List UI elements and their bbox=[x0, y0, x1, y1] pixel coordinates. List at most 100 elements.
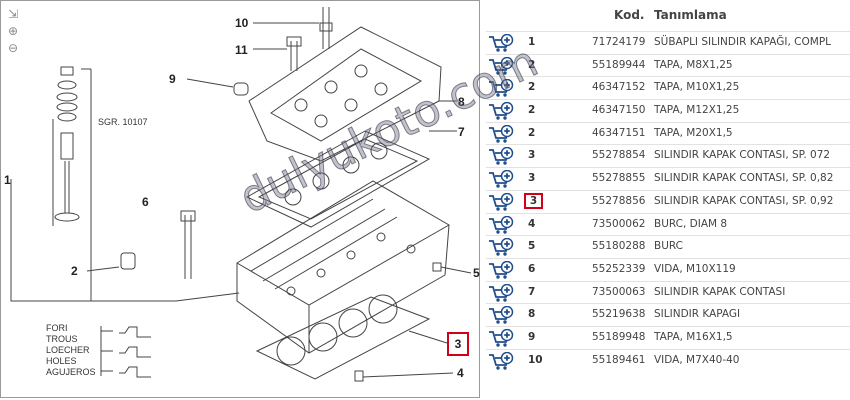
callout-9[interactable]: 9 bbox=[169, 72, 176, 86]
item-number: 2 bbox=[528, 104, 536, 117]
item-number: 7 bbox=[528, 285, 536, 298]
callout-4[interactable]: 4 bbox=[457, 366, 464, 380]
legend-line: FORI bbox=[46, 323, 68, 333]
part-code: 55180288 bbox=[592, 240, 646, 253]
table-row[interactable]: 2 55189944 TAPA, M8X1,25 bbox=[486, 53, 850, 77]
part-description: SILINDIR KAPAK CONTASI bbox=[654, 285, 786, 298]
item-number: 4 bbox=[528, 217, 536, 230]
add-to-cart-icon[interactable] bbox=[488, 169, 514, 189]
part-code: 46347152 bbox=[592, 81, 646, 94]
part-description: TAPA, M8X1,25 bbox=[654, 58, 733, 71]
add-to-cart-icon[interactable] bbox=[488, 79, 514, 98]
table-row[interactable]: 2 46347151 TAPA, M20X1,5 bbox=[486, 121, 850, 145]
table-row[interactable]: 10 55189461 VIDA, M7X40-40 bbox=[486, 348, 850, 372]
part-code: 73500062 bbox=[592, 217, 646, 230]
part-description: VIDA, M10X119 bbox=[654, 262, 736, 275]
table-row[interactable]: 4 73500062 BURC, DIAM 8 bbox=[486, 212, 850, 236]
zoom-out-icon[interactable]: ⊖ bbox=[7, 41, 19, 55]
callout-7[interactable]: 7 bbox=[458, 125, 465, 139]
item-number: 10 bbox=[528, 353, 543, 366]
add-to-cart-icon[interactable] bbox=[488, 33, 514, 53]
item-number: 2 bbox=[528, 126, 536, 139]
add-to-cart-icon[interactable] bbox=[488, 101, 514, 121]
part-code: 55189944 bbox=[592, 58, 646, 71]
table-row[interactable]: 5 55180288 BURC bbox=[486, 235, 850, 258]
add-to-cart-icon[interactable] bbox=[488, 351, 514, 371]
table-row[interactable]: 3 55278856 SILINDIR KAPAK CONTASI, SP. 0,9… bbox=[486, 189, 850, 213]
legend-line: TROUS bbox=[46, 334, 78, 344]
table-row[interactable]: 2 46347152 TAPA, M10X1,25 bbox=[486, 76, 850, 99]
part-code: 55278854 bbox=[592, 149, 646, 162]
item-number: 3 bbox=[528, 172, 536, 185]
add-to-cart-icon[interactable] bbox=[488, 124, 514, 144]
add-to-cart-icon[interactable] bbox=[488, 56, 514, 76]
item-number: 9 bbox=[528, 330, 536, 343]
part-code: 73500063 bbox=[592, 285, 646, 298]
part-description: SILINDIR KAPAGI bbox=[654, 308, 741, 321]
part-description: SÜBAPLI SILINDIR KAPAĞI, COMPL bbox=[654, 36, 832, 48]
part-code: 46347150 bbox=[592, 104, 646, 117]
holes-legend: FORI TROUS LOECHER HOLES AGUJEROS bbox=[46, 323, 96, 378]
add-to-cart-icon[interactable] bbox=[488, 260, 514, 280]
callout-11[interactable]: 11 bbox=[235, 43, 248, 57]
legend-line: AGUJEROS bbox=[46, 367, 96, 377]
table-header: Kod. Tanımlama bbox=[486, 0, 850, 30]
add-to-cart-icon[interactable] bbox=[488, 306, 514, 325]
part-code: 55278855 bbox=[592, 172, 646, 185]
part-code: 55189948 bbox=[592, 330, 646, 343]
part-code: 55252339 bbox=[592, 262, 646, 275]
part-code: 46347151 bbox=[592, 126, 646, 139]
fit-to-screen-icon[interactable]: ⇲ bbox=[7, 7, 19, 21]
parts-diagram: ⇲ ⊕ ⊖ 10 11 9 8 7 6 1 2 5 4 SGR. 10107 F… bbox=[0, 0, 480, 398]
callout-10[interactable]: 10 bbox=[235, 16, 249, 30]
header-kod: Kod. bbox=[614, 8, 645, 22]
part-code: 55189461 bbox=[592, 353, 646, 366]
callout-6[interactable]: 6 bbox=[142, 195, 149, 209]
item-number: 2 bbox=[528, 81, 536, 94]
callout-3-selected[interactable]: 3 bbox=[447, 332, 469, 356]
part-code: 55219638 bbox=[592, 308, 646, 321]
table-row[interactable]: 7 73500063 SILINDIR KAPAK CONTASI bbox=[486, 280, 850, 304]
add-to-cart-icon[interactable] bbox=[488, 215, 514, 235]
add-to-cart-icon[interactable] bbox=[488, 237, 514, 257]
callout-5[interactable]: 5 bbox=[473, 266, 480, 280]
table-row[interactable]: 1 71724179 SÜBAPLI SILINDIR KAPAĞI, COMPL bbox=[486, 31, 850, 54]
item-number: 6 bbox=[528, 262, 536, 275]
item-number: 1 bbox=[528, 36, 536, 48]
item-number: 5 bbox=[528, 240, 536, 253]
table-row[interactable]: 6 55252339 VIDA, M10X119 bbox=[486, 257, 850, 281]
callout-8[interactable]: 8 bbox=[458, 95, 465, 109]
part-code: 55278856 bbox=[592, 194, 646, 207]
part-description: TAPA, M20X1,5 bbox=[654, 126, 733, 139]
part-description: BURC, DIAM 8 bbox=[654, 217, 728, 230]
sgr-reference: SGR. 10107 bbox=[98, 117, 148, 127]
part-description: SILINDIR KAPAK CONTASI, SP. 0,92 bbox=[654, 194, 834, 207]
diagram-drawing bbox=[10, 7, 472, 382]
callout-2[interactable]: 2 bbox=[71, 264, 78, 278]
zoom-in-icon[interactable]: ⊕ bbox=[7, 24, 19, 38]
part-description: TAPA, M12X1,25 bbox=[654, 104, 740, 117]
part-code: 71724179 bbox=[592, 36, 646, 48]
diagram-toolbar: ⇲ ⊕ ⊖ bbox=[5, 7, 23, 58]
part-description: TAPA, M10X1,25 bbox=[654, 81, 740, 94]
header-tanimlama: Tanımlama bbox=[654, 8, 727, 22]
add-to-cart-icon[interactable] bbox=[488, 192, 514, 212]
item-number: 3 bbox=[524, 192, 543, 209]
legend-line: LOECHER bbox=[46, 345, 90, 355]
table-body: 1 71724179 SÜBAPLI SILINDIR KAPAĞI, COMPL 2… bbox=[486, 31, 850, 371]
callout-1[interactable]: 1 bbox=[4, 173, 11, 187]
item-number: 2 bbox=[528, 58, 536, 71]
table-row[interactable]: 2 46347150 TAPA, M12X1,25 bbox=[486, 99, 850, 122]
add-to-cart-icon[interactable] bbox=[488, 283, 514, 303]
item-number: 3 bbox=[528, 149, 536, 162]
table-row[interactable]: 9 55189948 TAPA, M16X1,5 bbox=[486, 325, 850, 349]
part-description: TAPA, M16X1,5 bbox=[654, 330, 733, 343]
part-description: VIDA, M7X40-40 bbox=[654, 353, 740, 366]
legend-line: HOLES bbox=[46, 356, 77, 366]
add-to-cart-icon[interactable] bbox=[488, 147, 514, 166]
add-to-cart-icon[interactable] bbox=[488, 328, 514, 348]
part-description: BURC bbox=[654, 240, 683, 253]
